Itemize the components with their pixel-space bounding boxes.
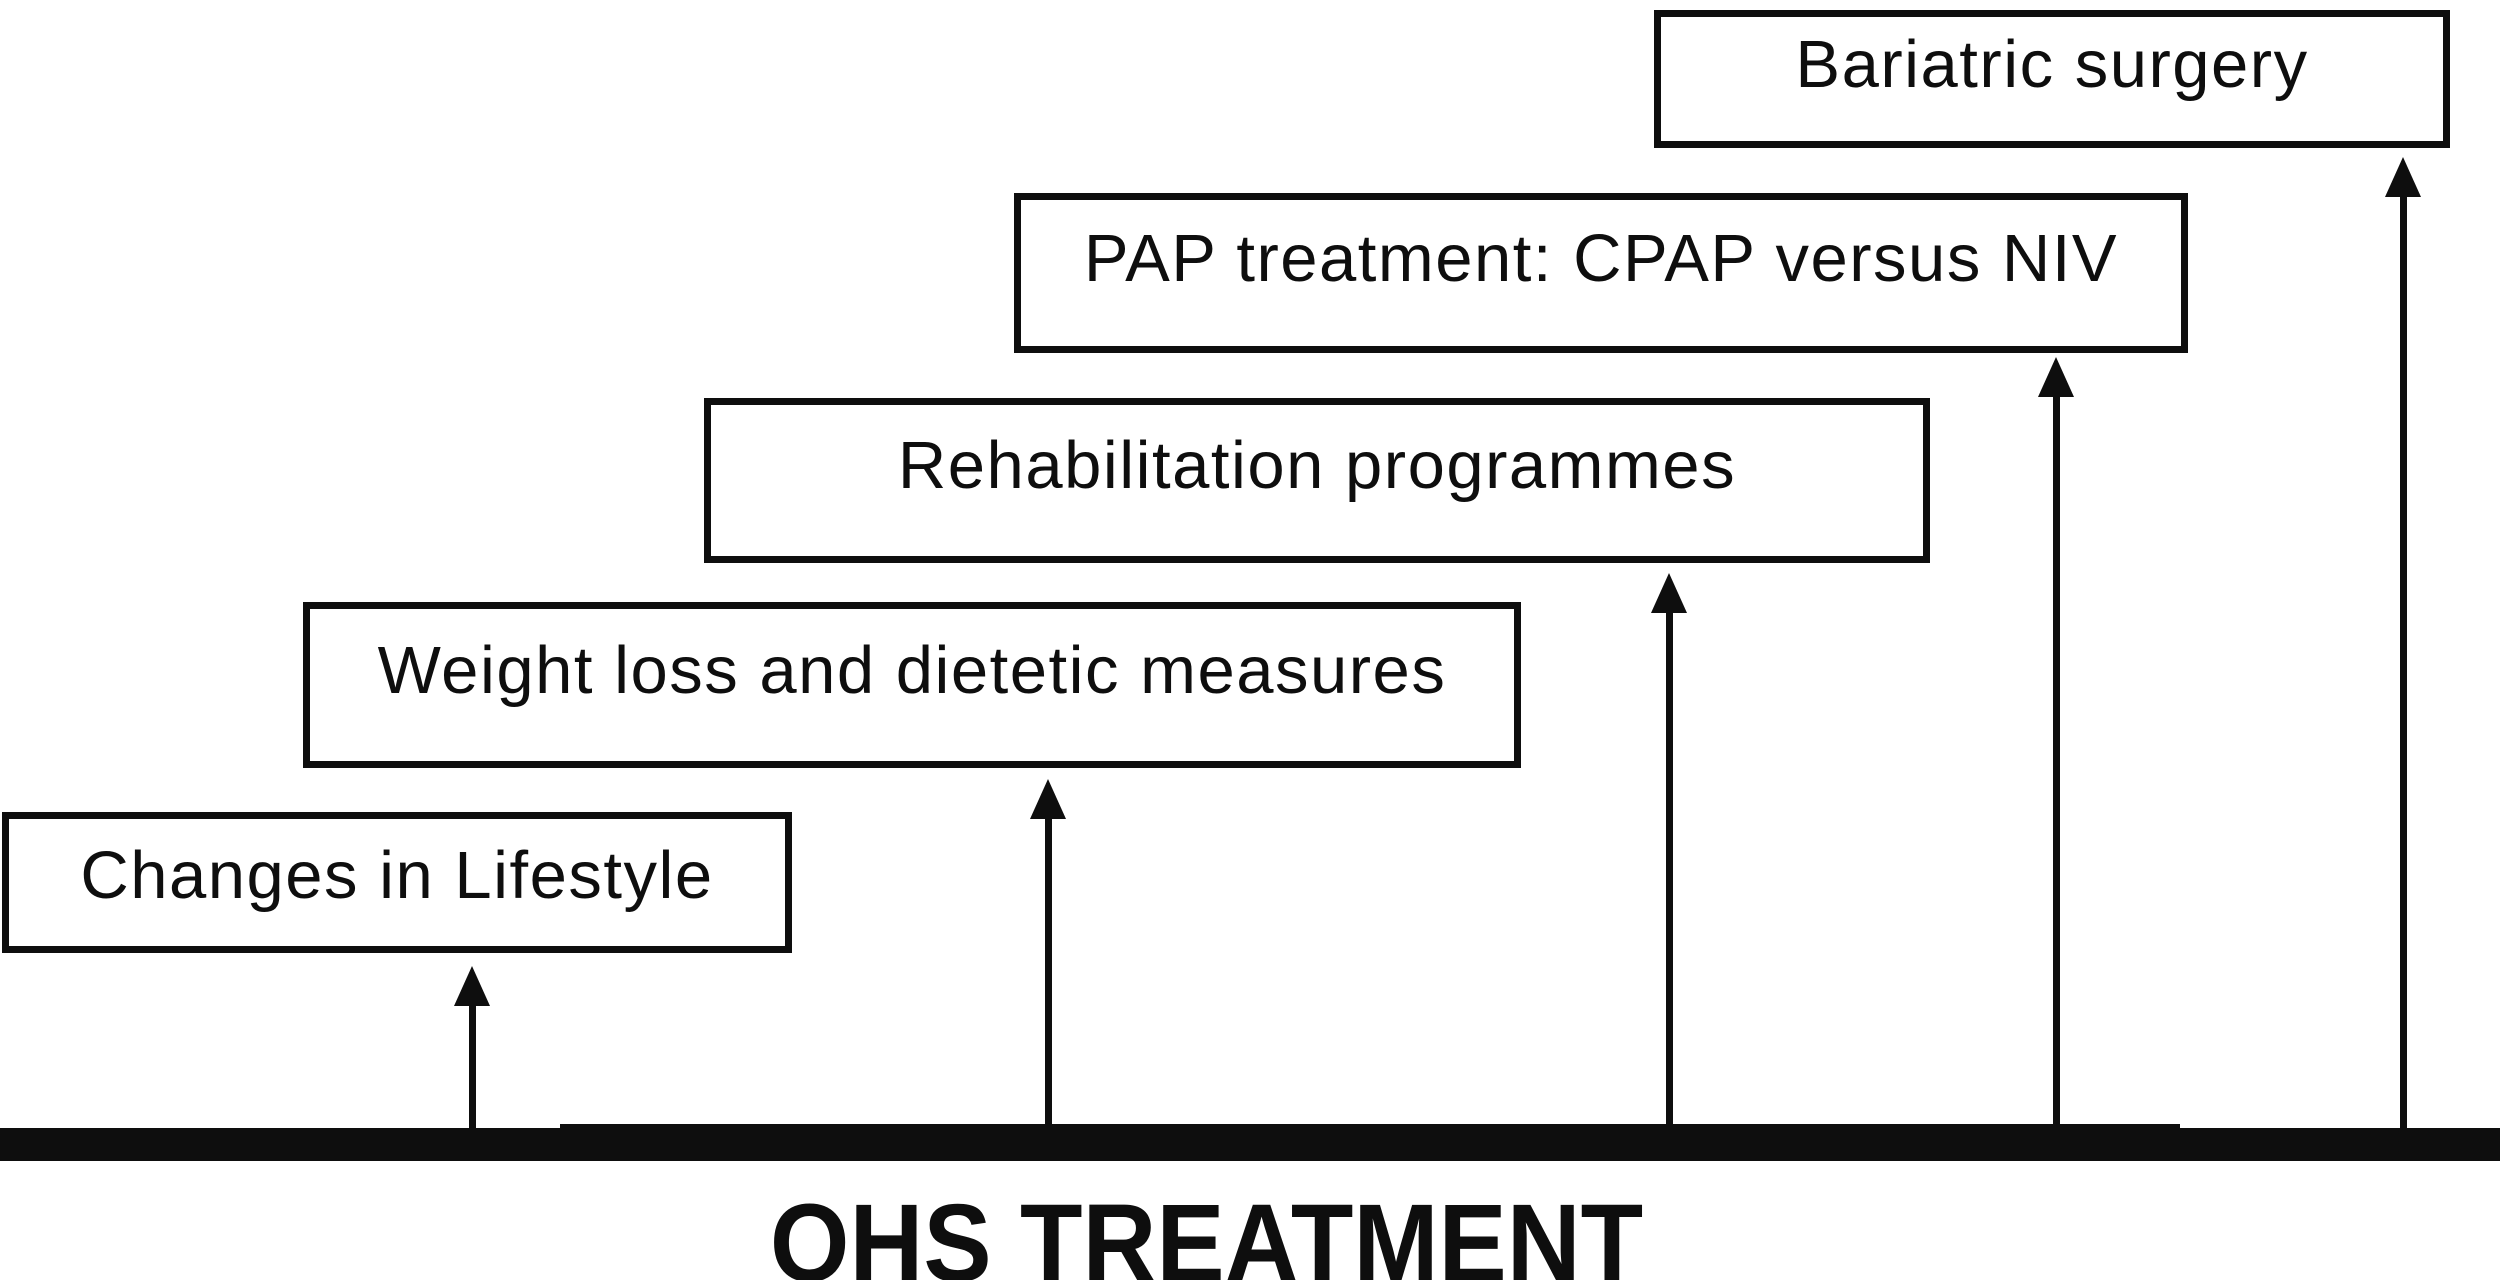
arrow-shaft (2399, 191, 2407, 1130)
up-arrow-pap-treatment-icon (2038, 357, 2074, 1130)
up-arrow-changes-in-lifestyle-icon (454, 966, 490, 1130)
arrowhead-icon (1651, 573, 1687, 613)
box-rehabilitation-programmes: Rehabilitation programmes (704, 398, 1930, 563)
box-changes-in-lifestyle-label: Changes in Lifestyle (80, 838, 714, 913)
arrowhead-icon (2038, 357, 2074, 397)
box-pap-treatment-label: PAP treatment: CPAP versus NIV (1083, 220, 2119, 296)
arrow-shaft (468, 1000, 476, 1130)
box-weight-loss-dietetic-label: Weight loss and dietetic measures (377, 632, 1447, 708)
box-changes-in-lifestyle: Changes in Lifestyle (2, 812, 792, 953)
arrowhead-icon (454, 966, 490, 1006)
box-bariatric-surgery-label: Bariatric surgery (1795, 26, 2309, 102)
diagram-title-text: OHS TREATMENT (770, 1182, 1644, 1280)
arrow-shaft (1044, 813, 1052, 1130)
box-weight-loss-dietetic: Weight loss and dietetic measures (303, 602, 1521, 768)
arrowhead-icon (1030, 779, 1066, 819)
box-bariatric-surgery: Bariatric surgery (1654, 10, 2450, 148)
box-pap-treatment: PAP treatment: CPAP versus NIV (1014, 193, 2188, 353)
box-rehabilitation-programmes-label: Rehabilitation programmes (897, 428, 1737, 503)
arrow-shaft (2052, 391, 2060, 1130)
up-arrow-weight-loss-icon (1030, 779, 1066, 1130)
arrow-shaft (1665, 607, 1673, 1130)
diagram-title: OHS TREATMENT (0, 1180, 2414, 1280)
up-arrow-bariatric-surgery-icon (2385, 157, 2421, 1130)
treatment-baseline (0, 1128, 2500, 1161)
up-arrow-rehabilitation-icon (1651, 573, 1687, 1130)
arrowhead-icon (2385, 157, 2421, 197)
